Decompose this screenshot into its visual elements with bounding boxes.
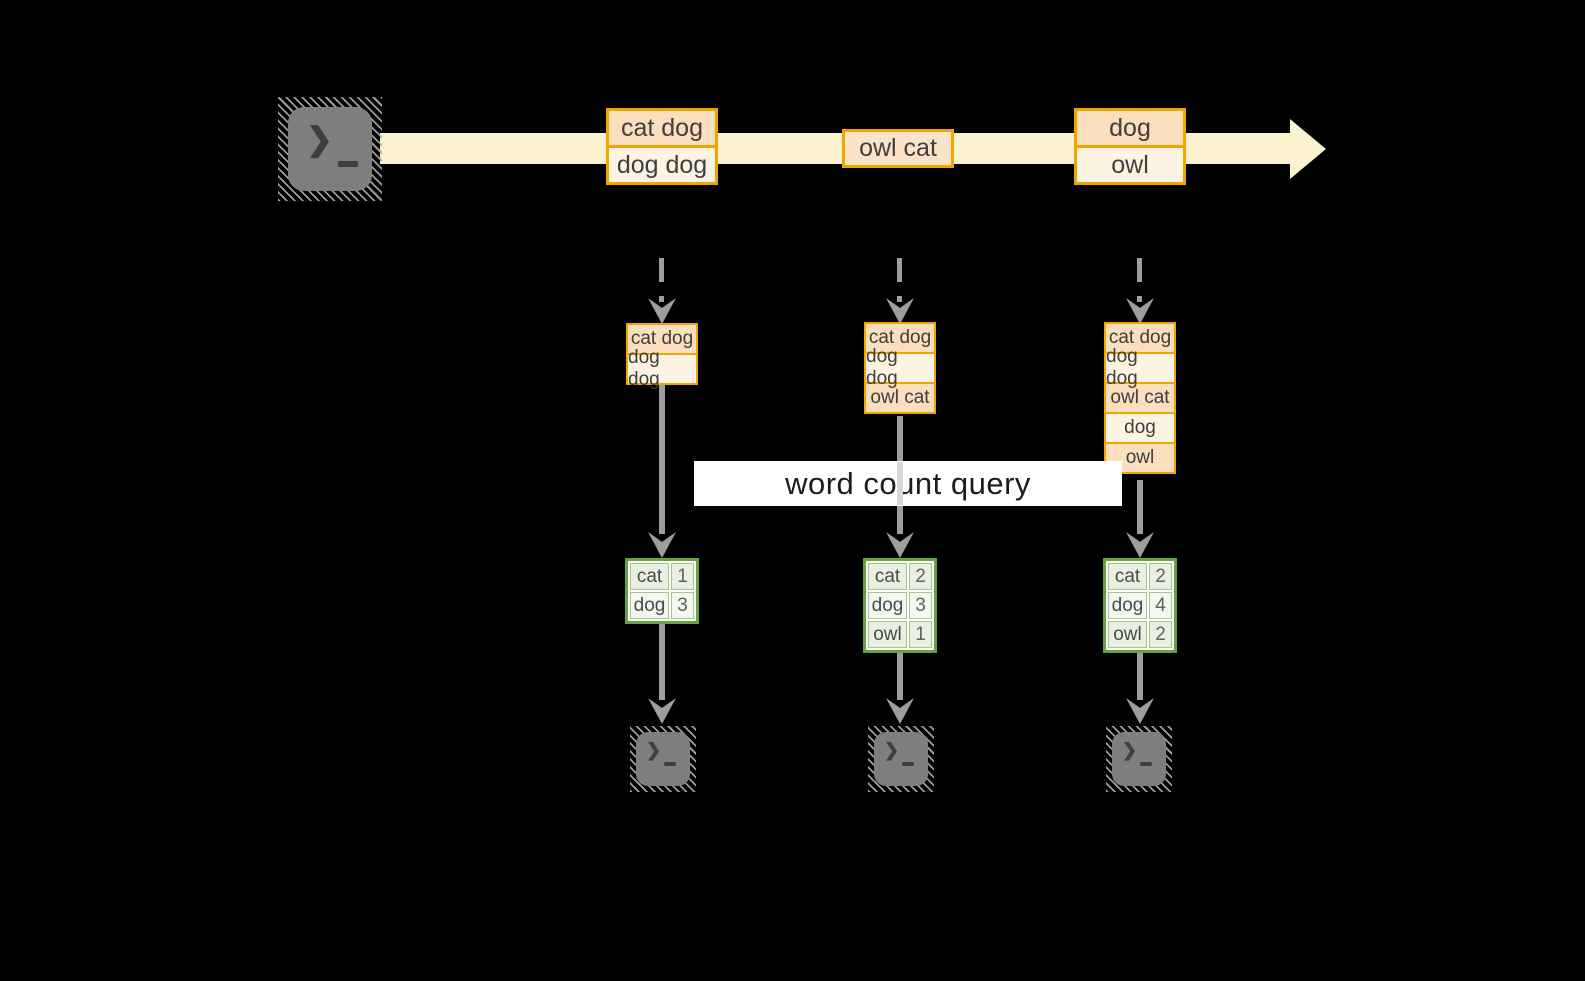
batch-row: owl cat (1104, 382, 1176, 414)
stream-arrowhead-icon (1290, 119, 1326, 179)
count-row: dog 3 (868, 592, 932, 619)
batch-row: dog dog (864, 346, 936, 389)
count-row: cat 2 (868, 563, 932, 590)
dashed-arrow (1137, 258, 1142, 302)
count-value: 4 (1149, 592, 1172, 619)
count-value: 1 (671, 563, 694, 590)
batch-row: dog dog (626, 347, 698, 390)
batch-row: cat dog (1104, 322, 1176, 354)
count-table-3: cat 2 dog 4 owl 2 (1103, 558, 1177, 653)
terminal-output-icon: ❯ (630, 726, 696, 792)
terminal-cursor-icon (664, 762, 676, 766)
output-arrowhead-icon (1126, 698, 1154, 724)
stream-event: owl (1074, 145, 1186, 185)
count-word: dog (630, 592, 669, 619)
batch-box-1: cat dog dog dog (626, 323, 698, 390)
count-value: 2 (1149, 621, 1172, 648)
batch-box-3: cat dog dog dog owl cat dog owl (1104, 322, 1176, 474)
stream-event: cat dog (606, 108, 718, 148)
terminal-cursor-icon (1140, 762, 1152, 766)
query-arrow (1137, 480, 1143, 534)
terminal-body: ❯ (288, 107, 372, 191)
batch-box-2: cat dog dog dog owl cat (864, 322, 936, 414)
dashed-arrow (659, 258, 664, 302)
count-word: cat (868, 563, 907, 590)
output-arrow (897, 653, 903, 700)
count-value: 2 (1149, 563, 1172, 590)
dashed-arrow (897, 258, 902, 302)
stream-event-group-3: dog owl (1074, 108, 1186, 185)
count-word: dog (868, 592, 907, 619)
count-word: dog (1108, 592, 1147, 619)
count-word: owl (868, 621, 907, 648)
query-arrowhead-icon (1126, 532, 1154, 558)
output-arrow (659, 624, 665, 700)
count-row: owl 1 (868, 621, 932, 648)
count-word: owl (1108, 621, 1147, 648)
count-row: cat 1 (630, 563, 694, 590)
stream-event: dog (1074, 108, 1186, 148)
count-value: 3 (909, 592, 932, 619)
batch-row: dog dog (1104, 346, 1176, 389)
count-row: owl 2 (1108, 621, 1172, 648)
stream-event-group-2: owl cat (842, 129, 954, 168)
terminal-body: ❯ (874, 732, 928, 786)
arrow-through-label (897, 462, 903, 505)
terminal-prompt-icon: ❯ (1122, 740, 1138, 760)
output-arrow (1137, 653, 1143, 700)
terminal-body: ❯ (636, 732, 690, 786)
count-table-2: cat 2 dog 3 owl 1 (863, 558, 937, 653)
count-table-1: cat 1 dog 3 (625, 558, 699, 624)
count-value: 1 (909, 621, 932, 648)
count-row: dog 4 (1108, 592, 1172, 619)
batch-row: owl cat (864, 382, 936, 414)
terminal-output-icon: ❯ (1106, 726, 1172, 792)
count-row: cat 2 (1108, 563, 1172, 590)
count-word: cat (1108, 563, 1147, 590)
query-arrow (659, 385, 665, 534)
terminal-prompt-icon: ❯ (646, 740, 662, 760)
count-value: 3 (671, 592, 694, 619)
terminal-prompt-icon: ❯ (306, 121, 333, 157)
stream-event: owl cat (842, 129, 954, 168)
query-arrowhead-icon (886, 532, 914, 558)
stream-event: dog dog (606, 145, 718, 185)
count-word: cat (630, 563, 669, 590)
output-arrowhead-icon (648, 698, 676, 724)
output-arrowhead-icon (886, 698, 914, 724)
count-row: dog 3 (630, 592, 694, 619)
query-label: word count query (694, 461, 1122, 506)
batch-row: cat dog (626, 323, 698, 355)
terminal-prompt-icon: ❯ (884, 740, 900, 760)
terminal-body: ❯ (1112, 732, 1166, 786)
terminal-source-icon: ❯ (278, 97, 382, 201)
query-arrowhead-icon (648, 532, 676, 558)
count-value: 2 (909, 563, 932, 590)
terminal-output-icon: ❯ (868, 726, 934, 792)
terminal-cursor-icon (902, 762, 914, 766)
stream-event-group-1: cat dog dog dog (606, 108, 718, 185)
terminal-cursor-icon (338, 161, 358, 167)
batch-row: dog (1104, 412, 1176, 444)
